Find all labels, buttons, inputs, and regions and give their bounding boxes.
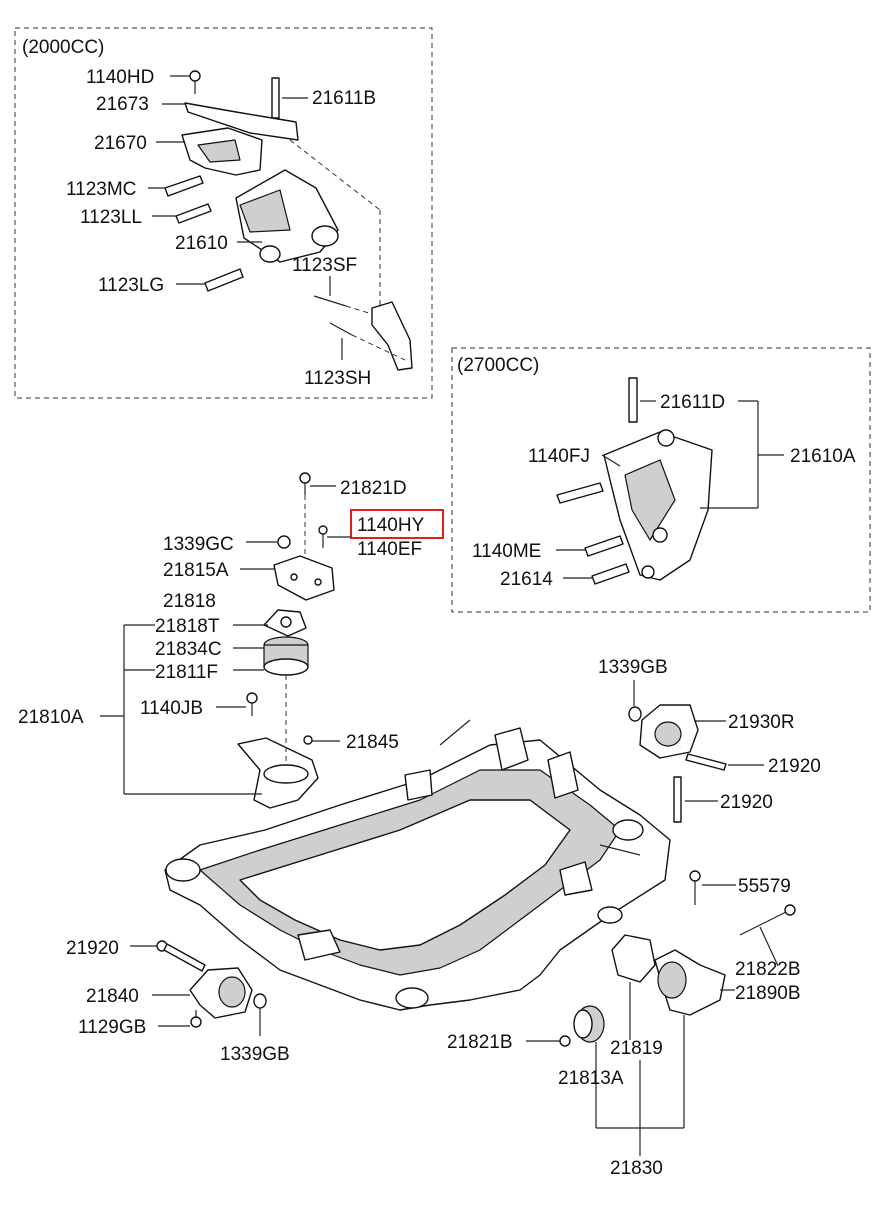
label-21670: 21670 <box>94 133 147 154</box>
label-55579: 55579 <box>738 876 791 897</box>
label-1140hd: 1140HD <box>86 67 154 88</box>
label-21611b: 21611B <box>312 88 376 109</box>
label-1339gb-bottom: 1339GB <box>220 1044 290 1065</box>
label-1129gb: 1129GB <box>78 1017 146 1038</box>
label-21810a: 21810A <box>18 707 84 728</box>
center-mount-parts <box>237 472 335 809</box>
label-21845: 21845 <box>346 732 399 753</box>
label-1140ef: 1140EF <box>357 539 422 560</box>
label-1123sh: 1123SH <box>304 368 371 389</box>
label-21815a: 21815A <box>163 560 229 581</box>
group-2700cc-frame <box>451 347 871 613</box>
label-21920-left: 21920 <box>66 938 119 959</box>
label-21822b: 21822B <box>735 959 801 980</box>
label-21610: 21610 <box>175 233 228 254</box>
right-mount-parts <box>559 704 796 1047</box>
label-21611d: 21611D <box>660 392 725 413</box>
label-1123lg: 1123LG <box>98 275 164 296</box>
label-21819: 21819 <box>610 1038 663 1059</box>
label-1140hy: 1140HY <box>357 515 425 536</box>
label-21821b: 21821B <box>447 1032 513 1053</box>
label-1339gb-top: 1339GB <box>598 657 668 678</box>
subframe-crossmember <box>164 719 671 1011</box>
engine-mount-bracket-2000cc <box>164 70 413 371</box>
label-21830: 21830 <box>610 1158 663 1179</box>
label-1123sf: 1123SF <box>292 255 357 276</box>
label-21614: 21614 <box>500 569 553 590</box>
label-1339gc: 1339GC <box>163 534 234 555</box>
label-21890b: 21890B <box>735 983 801 1004</box>
highlight-box-1140hy <box>350 509 444 539</box>
label-1140fj: 1140FJ <box>528 446 590 467</box>
label-21818t: 21818T <box>155 616 220 637</box>
label-21920-right-a: 21920 <box>768 756 821 777</box>
label-21930r: 21930R <box>728 712 795 733</box>
label-21834c: 21834C <box>155 639 222 660</box>
left-lower-mount-parts <box>156 940 267 1028</box>
group-2000cc-label: (2000CC) <box>22 37 104 58</box>
label-21610a: 21610A <box>790 446 856 467</box>
label-21821d: 21821D <box>340 478 407 499</box>
label-21840: 21840 <box>86 986 139 1007</box>
label-21818: 21818 <box>163 591 216 612</box>
label-1123mc: 1123MC <box>66 179 136 200</box>
label-21673: 21673 <box>96 94 149 115</box>
label-1140jb: 1140JB <box>140 698 203 719</box>
label-21813a: 21813A <box>558 1068 624 1089</box>
label-21811f: 21811F <box>155 662 218 683</box>
label-21920-right-b: 21920 <box>720 792 773 813</box>
engine-mount-bracket-2700cc <box>556 377 713 585</box>
label-1140me: 1140ME <box>472 541 541 562</box>
group-2000cc-frame <box>14 27 433 399</box>
group-2700cc-label: (2700CC) <box>457 355 539 376</box>
label-1123ll: 1123LL <box>80 207 142 228</box>
